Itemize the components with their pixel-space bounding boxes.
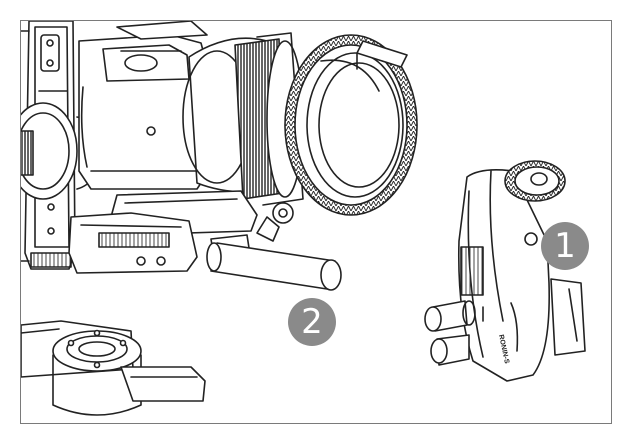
quick-release-plate [68,190,294,274]
callout-badge-2: 2 [288,298,336,346]
callout-badge-1: 1 [541,222,589,270]
focus-rod [206,242,342,291]
gimbal-handle-base [21,320,206,416]
focus-motor [424,160,586,382]
figure-frame: RONIN-S [20,20,612,424]
focus-gear-ring [284,34,418,216]
camera-body [78,21,212,190]
gimbal-focus-motor-illustration: RONIN-S [21,21,586,416]
